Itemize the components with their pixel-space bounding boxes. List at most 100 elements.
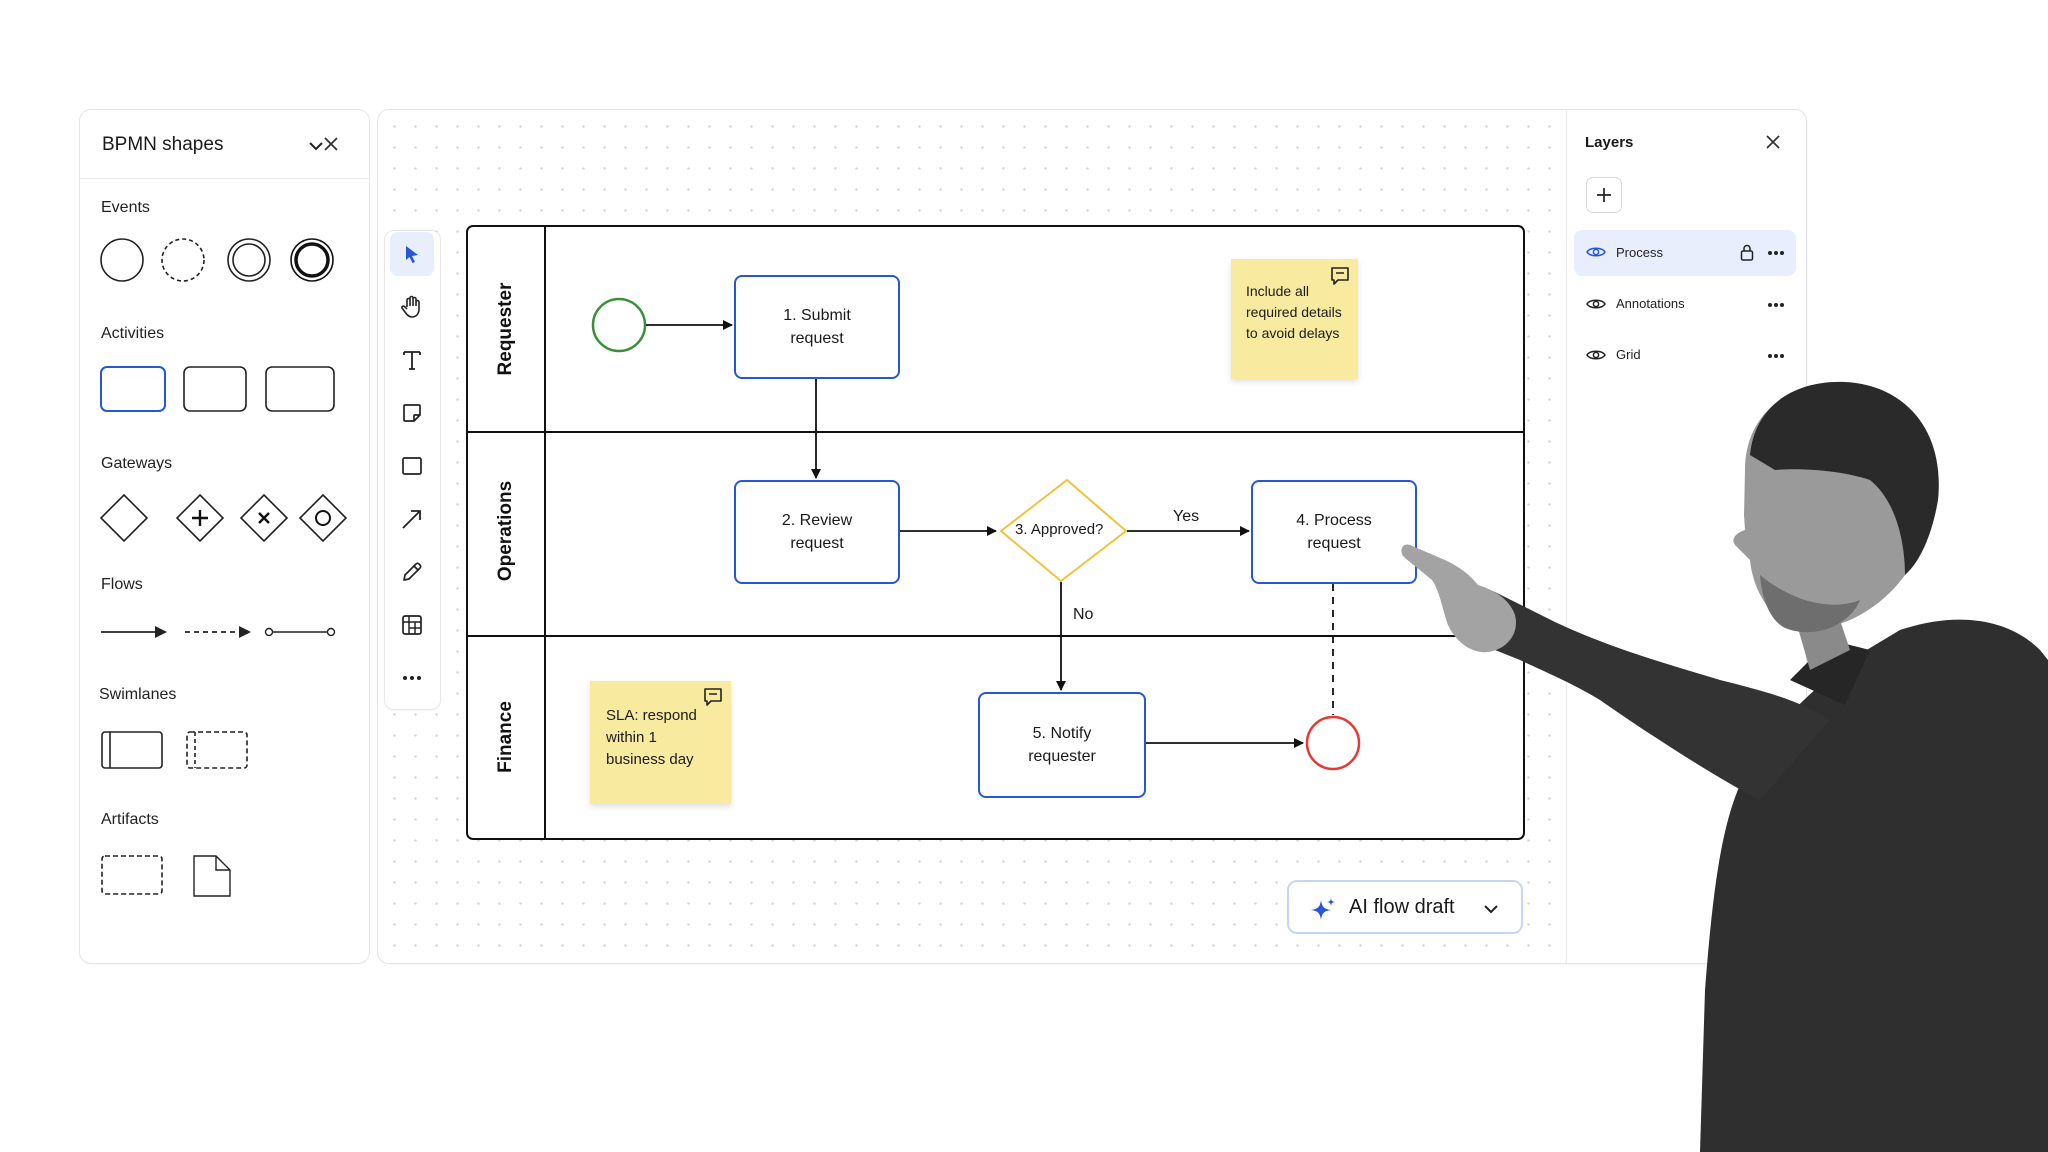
comment-icon[interactable]: [1329, 265, 1351, 287]
note-line: to avoid delays: [1246, 325, 1340, 341]
rectangle-tool[interactable]: [390, 444, 434, 488]
section-swimlanes: Swimlanes: [99, 686, 177, 703]
end-event-shape[interactable]: [290, 238, 334, 282]
swimlane-shapes-row: [101, 731, 248, 769]
task-process-request[interactable]: 4. Process request: [1251, 480, 1417, 584]
flow-label-yes: Yes: [1173, 508, 1200, 525]
lane-label-finance[interactable]: Finance: [495, 701, 516, 773]
table-icon: [402, 615, 422, 635]
person-photo: [1401, 381, 2048, 1152]
layer-name: Annotations: [1616, 296, 1685, 311]
section-events: Events: [101, 199, 150, 216]
task-review-request[interactable]: 2. Review request: [734, 480, 900, 584]
boundary-event-shape[interactable]: [227, 238, 271, 282]
arrow-tool[interactable]: [390, 497, 434, 541]
start-event[interactable]: [591, 297, 647, 353]
event-shapes-row: [100, 238, 334, 282]
event-gateway-shape[interactable]: [298, 493, 348, 543]
start-event-shape[interactable]: [100, 238, 144, 282]
layers-panel-title: Layers: [1585, 134, 1634, 151]
sticky-note-sla[interactable]: SLA: respond within 1 business day: [590, 681, 731, 804]
section-activities: Activities: [101, 325, 165, 342]
lock-icon[interactable]: [1740, 244, 1754, 261]
lane-shape[interactable]: [186, 731, 248, 769]
more-icon: [403, 676, 421, 680]
layer-row-process[interactable]: Process: [1574, 230, 1796, 276]
artifact-shapes-row: [101, 855, 231, 897]
flow-label-no: No: [1073, 606, 1094, 623]
section-flows: Flows: [101, 576, 143, 593]
section-gateways: Gateways: [101, 455, 173, 472]
layer-row-annotations[interactable]: Annotations: [1574, 281, 1796, 327]
pool-shape[interactable]: [101, 731, 163, 769]
table-tool[interactable]: [390, 603, 434, 647]
gateway-label: 3. Approved?: [1015, 521, 1104, 538]
sequence-flow-shape[interactable]: [101, 626, 167, 638]
comment-icon[interactable]: [702, 686, 724, 708]
exclusive-gateway-shape[interactable]: [99, 493, 149, 543]
note-line: Include all: [1246, 283, 1310, 299]
sparkle-icon: [1311, 898, 1335, 920]
activity-shapes-row: [100, 366, 335, 412]
intermediate-event-shape[interactable]: [161, 238, 205, 282]
pen-icon: [403, 562, 422, 581]
sticky-note-icon: [403, 404, 421, 422]
more-tools[interactable]: [390, 656, 434, 700]
close-icon[interactable]: [1766, 135, 1780, 149]
drawing-toolbar: [384, 230, 441, 710]
eye-icon[interactable]: [1586, 245, 1606, 259]
hand-tool[interactable]: [390, 285, 434, 329]
task-submit-request[interactable]: 1. Submit request: [734, 275, 900, 379]
note-line: SLA: respond: [606, 707, 697, 724]
chevron-down-icon[interactable]: [1483, 904, 1499, 914]
eye-icon[interactable]: [1586, 348, 1606, 362]
note-line: required details: [1246, 304, 1342, 320]
hand-icon: [401, 295, 420, 318]
task-label: 1. Submit request: [783, 307, 851, 347]
ai-flow-draft-button[interactable]: AI flow draft: [1287, 880, 1523, 934]
lane-label-requester[interactable]: Requester: [495, 282, 516, 376]
select-icon: [406, 246, 418, 263]
plus-icon: [1597, 188, 1611, 202]
flow-shapes-row: [101, 626, 336, 638]
more-icon[interactable]: [1767, 302, 1785, 308]
parallel-gateway-shape[interactable]: [175, 493, 225, 543]
layer-row-grid[interactable]: Grid: [1574, 332, 1796, 378]
more-icon[interactable]: [1767, 353, 1785, 359]
eye-icon[interactable]: [1586, 297, 1606, 311]
text-icon: [403, 351, 421, 370]
note-line: business day: [606, 751, 694, 768]
add-layer-button[interactable]: [1586, 177, 1622, 213]
message-flow-shape[interactable]: [185, 626, 251, 638]
close-icon[interactable]: [323, 136, 339, 152]
task-shape-selected[interactable]: [100, 366, 166, 412]
sticky-note-tool[interactable]: [390, 391, 434, 435]
ai-flow-draft-label: AI flow draft: [1349, 896, 1455, 918]
note-line: within 1: [606, 729, 657, 746]
gateway-shapes-row: [99, 493, 348, 543]
data-object-shape[interactable]: [193, 855, 231, 897]
shapes-panel-header: BPMN shapes: [80, 110, 369, 179]
rectangle-icon: [402, 457, 422, 475]
text-tool[interactable]: [390, 338, 434, 382]
pen-tool[interactable]: [390, 550, 434, 594]
call-activity-shape[interactable]: [265, 366, 335, 412]
more-icon[interactable]: [1767, 250, 1785, 256]
task-label: 2. Review request: [781, 512, 853, 552]
association-shape[interactable]: [264, 627, 336, 637]
task-label: 4. Process request: [1296, 512, 1372, 552]
lane-label-operations[interactable]: Operations: [495, 480, 516, 582]
chevron-down-icon[interactable]: [309, 142, 323, 151]
task-notify-requester[interactable]: 5. Notify requester: [978, 692, 1146, 798]
select-tool[interactable]: [390, 232, 434, 276]
layer-name: Process: [1616, 245, 1663, 260]
subprocess-shape[interactable]: [183, 366, 247, 412]
shapes-panel-title[interactable]: BPMN shapes: [102, 134, 224, 155]
sticky-note-delays[interactable]: Include all required details to avoid de…: [1231, 259, 1358, 379]
x-gateway-shape[interactable]: [239, 493, 289, 543]
gateway-approved[interactable]: [999, 478, 1128, 583]
group-artifact-shape[interactable]: [101, 855, 163, 895]
layer-name: Grid: [1616, 347, 1641, 362]
end-event[interactable]: [1305, 715, 1361, 771]
